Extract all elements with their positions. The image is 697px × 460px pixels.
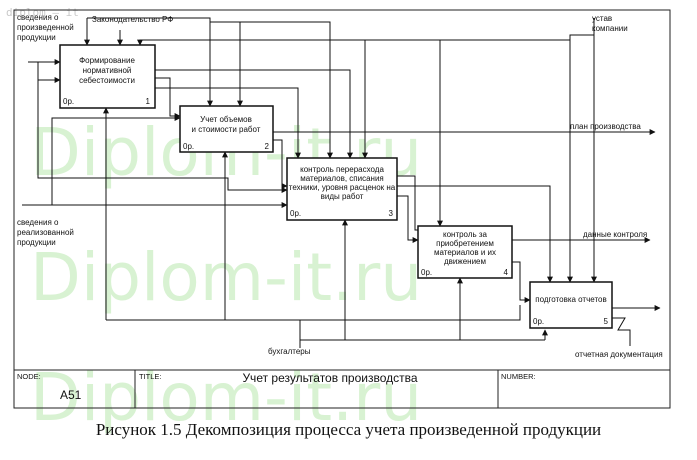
box-2-line-2: и стоимости работ — [192, 125, 261, 134]
control-charter-line-2: компании — [592, 24, 628, 33]
node-value: A51 — [60, 388, 82, 402]
box-3-line-2: материалов, списания — [300, 174, 384, 183]
output-production-plan-label: план производства — [570, 122, 641, 131]
box-4-line-1: контроль за — [443, 230, 488, 239]
box-4-line-2: приобретением — [436, 239, 494, 248]
box-1-line-1: Формирование — [79, 56, 135, 65]
box-1-number: 1 — [146, 97, 151, 106]
box-4-cost: 0р. — [421, 268, 432, 277]
box-1: Формирование нормативной себестоимости 0… — [59, 44, 156, 109]
control-legislation-label: Законодательство РФ — [92, 15, 173, 24]
box-3-line-4: виды работ — [321, 192, 364, 201]
watermark-text-2: Diplom-it.ru — [30, 239, 422, 316]
box-2-line-1: Учет объемов — [200, 115, 252, 124]
figure-caption: Рисунок 1.5 Декомпозиция процесса учета … — [95, 420, 602, 439]
arrows — [22, 17, 661, 348]
box-3: контроль перерасхода материалов, списани… — [286, 157, 398, 221]
box-1-line-3: себестоимости — [79, 76, 135, 85]
diagram-frame — [13, 9, 671, 409]
box-4-number: 4 — [504, 268, 509, 277]
number-label: NUMBER: — [501, 372, 536, 381]
mechanism-accountants-label: бухгалтеры — [268, 347, 311, 356]
title-label: TITLE: — [139, 372, 162, 381]
box-3-line-1: контроль перерасхода — [300, 165, 384, 174]
box-4: контроль за приобретением материалов и и… — [417, 225, 513, 279]
box-2-cost: 0р. — [183, 142, 194, 151]
output-control-data-label: данные контроля — [583, 230, 647, 239]
box-1-cost: 0р. — [63, 97, 74, 106]
box-4-line-3: материалов и их — [434, 248, 496, 257]
box-3-line-3: техники, уровня расценок на — [289, 183, 396, 192]
box-5-line-1: подготовка отчетов — [535, 295, 606, 304]
box-5-cost: 0р. — [533, 317, 544, 326]
box-3-cost: 0р. — [290, 209, 301, 218]
box-1-line-2: нормативной — [83, 66, 132, 75]
input-produced-line-1: сведения о — [17, 13, 59, 22]
node-label: NODE: — [17, 372, 41, 381]
box-5-number: 5 — [604, 317, 609, 326]
box-3-number: 3 — [389, 209, 394, 218]
watermark-top-text: diplom — it — [6, 6, 79, 19]
box-5: подготовка отчетов 0р. 5 — [529, 281, 613, 329]
input-realized-line-3: продукции — [17, 238, 56, 247]
control-charter-line-1: устав — [592, 14, 612, 23]
input-produced-line-3: продукции — [17, 33, 56, 42]
input-realized-line-1: сведения о — [17, 218, 59, 227]
box-4-line-4: движением — [444, 257, 486, 266]
output-report-docs-label: отчетная документация — [575, 350, 663, 359]
watermark-text-3: Diplom-it.ru — [30, 359, 422, 436]
input-produced-line-2: произведенной — [17, 23, 74, 32]
input-realized-line-2: реализованной — [17, 228, 74, 237]
box-2: Учет объемов и стоимости работ 0р. 2 — [179, 105, 274, 153]
diagram-title: Учет результатов производства — [242, 371, 417, 385]
box-2-number: 2 — [265, 142, 270, 151]
